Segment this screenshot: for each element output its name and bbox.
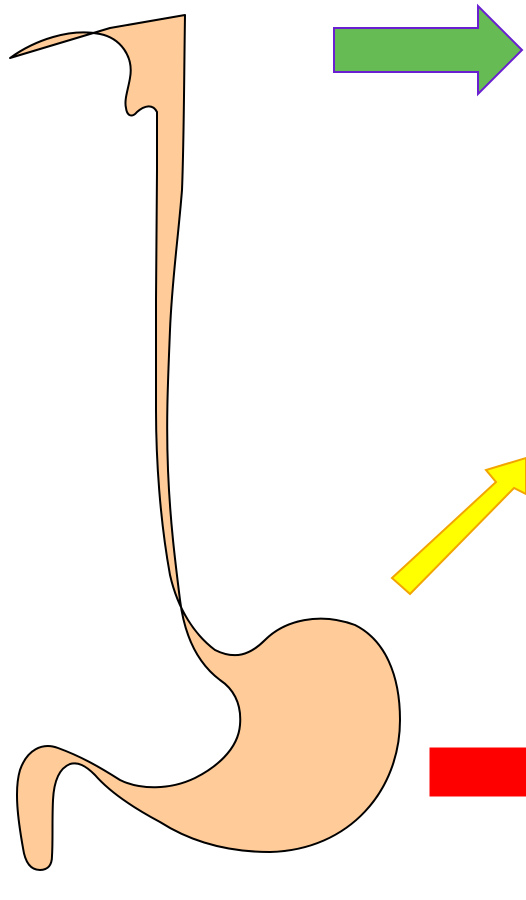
green-right-arrow — [334, 6, 522, 94]
red-arrow-bar — [430, 748, 526, 796]
esophagus-stomach-shape — [10, 15, 400, 870]
yellow-diagonal-arrow — [392, 458, 526, 594]
